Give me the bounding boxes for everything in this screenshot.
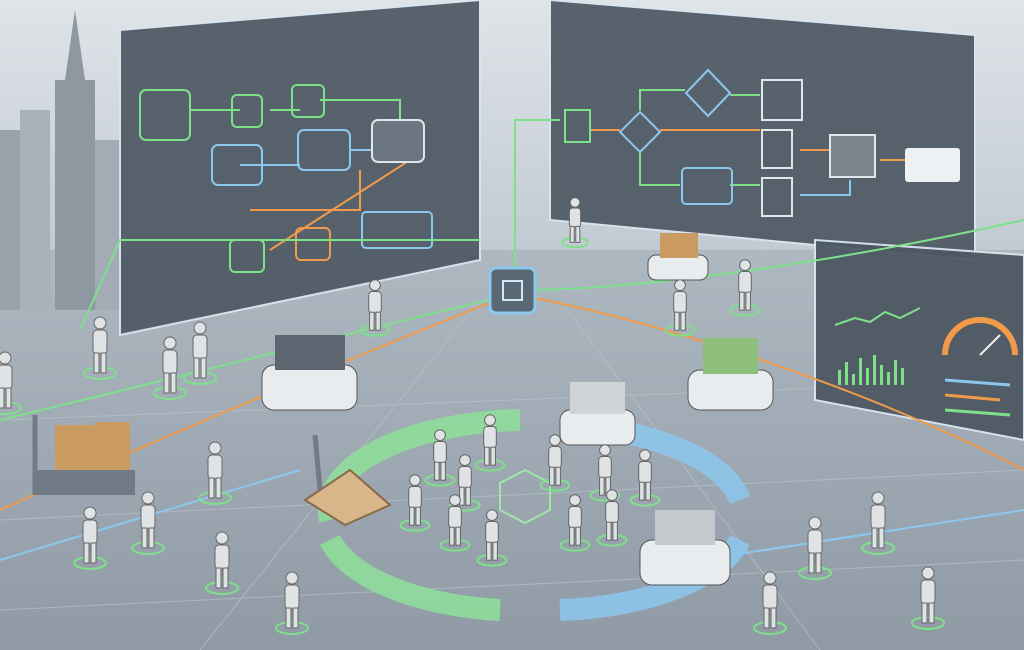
database-icon [371, 119, 425, 163]
city-skyline [0, 10, 120, 310]
pallet-jack [32, 415, 135, 495]
person-figure [559, 494, 591, 552]
person-figure [911, 566, 945, 630]
decision-diamond-icon [684, 68, 732, 118]
person-figure [183, 321, 217, 385]
cpu-chip-icon [139, 89, 191, 141]
person-figure [0, 351, 22, 415]
person-figure [359, 279, 391, 337]
robot-cart [261, 335, 358, 411]
document-icon [761, 177, 793, 217]
person-figure [729, 259, 761, 317]
decision-diamond-icon [618, 110, 662, 154]
server-icon [361, 211, 433, 249]
bar-chart-icon [838, 355, 904, 385]
robot-cart [559, 382, 636, 446]
robot-cart [639, 510, 731, 586]
person-figure [629, 449, 661, 507]
line-chart-icon [834, 307, 921, 326]
person-figure [399, 474, 431, 532]
dashboard-panel [814, 238, 1024, 442]
person-figure [205, 531, 239, 595]
cloud-icon [211, 144, 263, 186]
person-figure [474, 414, 506, 472]
person-figure [83, 316, 117, 380]
person-figure [561, 197, 589, 249]
gauge-icon [295, 227, 331, 261]
person-figure [275, 571, 309, 635]
person-figure [198, 441, 232, 505]
person-figure [589, 444, 621, 502]
workflow-panel-right [549, 0, 976, 262]
robot-arm-icon [761, 79, 803, 121]
person-figure [424, 429, 456, 487]
person-figure [861, 491, 895, 555]
person-figure [798, 516, 832, 580]
person-figure [664, 279, 696, 337]
gear-icon [291, 84, 325, 118]
person-figure [596, 489, 628, 547]
cpu-chip-icon [502, 280, 523, 301]
person-figure [476, 509, 508, 567]
lock-icon [231, 94, 263, 128]
robot-cart [647, 233, 709, 281]
person-figure [131, 491, 165, 555]
robot-cart [687, 338, 774, 411]
person-figure [73, 506, 107, 570]
person-figure [449, 454, 481, 512]
person-figure [753, 571, 787, 635]
person-figure [439, 494, 471, 552]
warehouse-icon [829, 134, 876, 178]
gauge-icon [942, 317, 1018, 356]
cloud-sync-icon [297, 129, 351, 171]
truck-icon [905, 148, 960, 182]
people-group [0, 197, 945, 635]
document-icon [564, 109, 591, 143]
wooden-pallet [303, 434, 392, 527]
person-figure [539, 434, 571, 492]
workflow-panel-left [119, 0, 481, 337]
central-ai-chip [488, 266, 537, 315]
person-figure [153, 336, 187, 400]
document-icon [761, 129, 793, 169]
conveyor-icon [681, 167, 733, 205]
